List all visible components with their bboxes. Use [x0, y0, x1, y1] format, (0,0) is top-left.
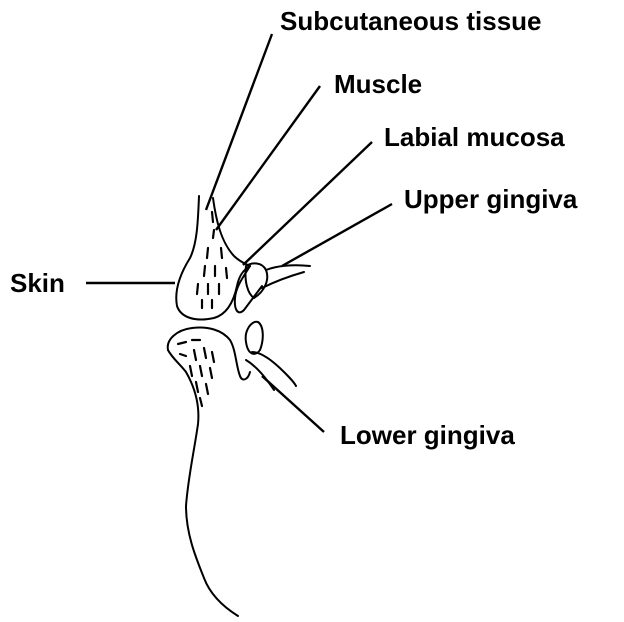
- label-subcutaneous-tissue: Subcutaneous tissue: [280, 6, 542, 36]
- lower-gingiva-leader: [262, 376, 324, 432]
- muscle-leader: [216, 86, 320, 230]
- lower-gingiva-line-inner: [246, 360, 274, 390]
- label-labial-mucosa: Labial mucosa: [384, 122, 565, 152]
- label-skin: Skin: [10, 268, 65, 298]
- label-upper-gingiva: Upper gingiva: [404, 184, 578, 214]
- label-muscle: Muscle: [334, 69, 422, 99]
- subcutaneous-leader: [206, 34, 272, 210]
- lower-lip: [168, 322, 296, 616]
- labial-mucosa-leader: [243, 142, 372, 265]
- label-lower-gingiva: Lower gingiva: [340, 420, 515, 450]
- upper-gingiva-line-lower: [262, 272, 304, 288]
- upper-gingiva-line: [266, 265, 310, 270]
- upper-muscle-fibers: [197, 212, 227, 308]
- lower-tooth: [246, 322, 263, 354]
- chin-contour: [168, 350, 238, 616]
- upper-lip: [176, 196, 310, 320]
